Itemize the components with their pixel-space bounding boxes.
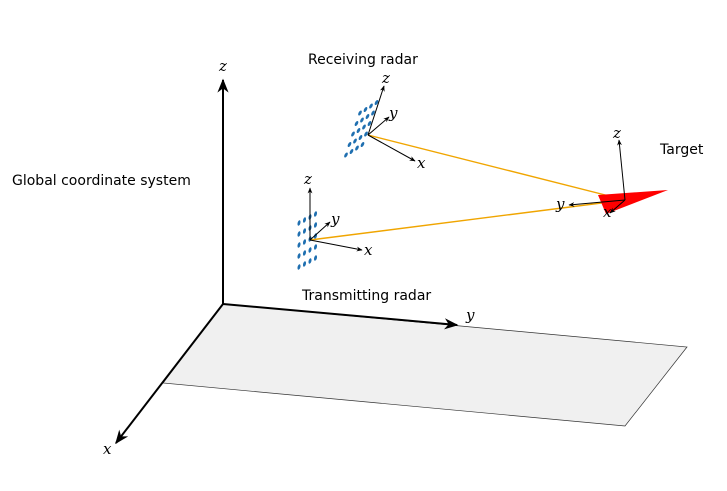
receiving-radar-axes: z y x xyxy=(367,69,426,172)
receiving-antenna-array xyxy=(344,99,379,158)
antenna-element xyxy=(355,145,359,151)
antenna-element xyxy=(297,242,301,248)
antenna-element xyxy=(369,103,373,109)
antenna-element xyxy=(347,141,352,148)
antenna-element xyxy=(297,220,301,226)
antenna-element xyxy=(313,222,318,228)
antenna-element xyxy=(374,99,379,106)
antenna-element xyxy=(363,106,368,113)
tx-z-label: z xyxy=(303,170,312,188)
antenna-element xyxy=(313,211,318,217)
antenna-element xyxy=(364,131,368,137)
antenna-element xyxy=(358,134,363,141)
target-label: Target xyxy=(659,142,704,158)
antenna-element xyxy=(367,120,372,127)
transmitting-radar-axes: z y x xyxy=(303,170,373,259)
rx-x-label: x xyxy=(417,154,426,172)
target-y-label: y xyxy=(555,195,565,213)
antenna-element xyxy=(308,258,312,264)
antenna-element xyxy=(344,152,348,158)
antenna-element xyxy=(354,120,359,127)
antenna-element xyxy=(297,253,301,259)
signal-path-transmit xyxy=(309,199,626,241)
antenna-element xyxy=(371,110,375,116)
antenna-element xyxy=(297,231,301,237)
rx-z-label: z xyxy=(381,69,390,87)
target-axes: z y x xyxy=(555,124,626,221)
global-coordinate-system-label: Global coordinate system xyxy=(12,173,191,189)
transmitting-antenna-array xyxy=(297,211,318,270)
antenna-element xyxy=(362,124,366,130)
antenna-element xyxy=(302,261,307,267)
signal-path-receive xyxy=(367,134,626,201)
antenna-element xyxy=(302,239,307,245)
global-x-axis xyxy=(115,303,224,445)
transmitting-radar-label: Transmitting radar xyxy=(301,288,431,304)
antenna-element xyxy=(360,117,364,123)
tx-x-label: x xyxy=(364,241,373,259)
antenna-element xyxy=(313,255,318,261)
rx-y-label: y xyxy=(388,104,398,122)
antenna-element xyxy=(356,127,361,134)
antenna-element xyxy=(297,264,301,270)
global-y-axis xyxy=(222,303,459,330)
antenna-element xyxy=(302,250,307,256)
antenna-element xyxy=(313,244,318,250)
antenna-element xyxy=(358,110,362,116)
antenna-element xyxy=(365,113,370,120)
global-z-label: z xyxy=(218,57,227,75)
antenna-element xyxy=(302,217,307,223)
antenna-element xyxy=(308,247,312,253)
antenna-element xyxy=(353,138,357,144)
antenna-element xyxy=(302,228,307,234)
antenna-element xyxy=(349,148,354,155)
target-z-label: z xyxy=(612,124,621,142)
antenna-element xyxy=(360,141,365,148)
receiving-radar-label: Receiving radar xyxy=(308,52,418,68)
tx-y-label: y xyxy=(330,210,340,228)
global-x-label: x xyxy=(103,440,112,458)
antenna-element xyxy=(351,131,355,137)
target-x-label: x xyxy=(603,203,612,221)
global-y-label: y xyxy=(465,306,475,324)
